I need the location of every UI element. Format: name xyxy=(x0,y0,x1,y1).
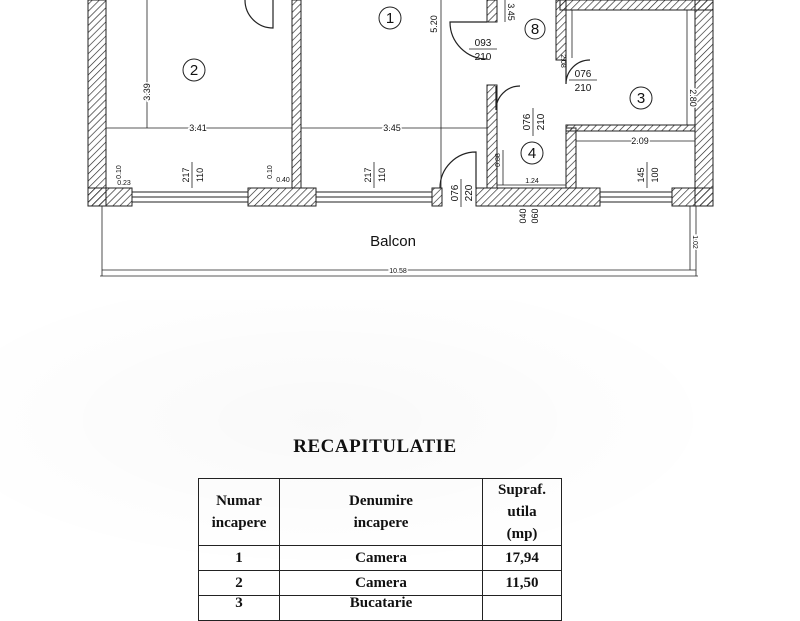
cell-name: Camera xyxy=(279,570,483,596)
dim-010-left: 0.10 xyxy=(116,165,123,179)
svg-text:210: 210 xyxy=(536,113,547,130)
cell-area xyxy=(482,595,562,621)
svg-text:210: 210 xyxy=(475,52,492,63)
window-label-room1: 217 110 xyxy=(363,162,387,188)
room-number-3: 3 xyxy=(637,90,645,107)
dim-023: 0.23 xyxy=(117,180,131,187)
table-header-row: Numar incapere Denumire incapere Supraf.… xyxy=(198,478,562,546)
dim-balcony-depth: 1.02 xyxy=(691,235,698,249)
dim-room3-width: 2.09 xyxy=(631,136,649,146)
door-label-076-bath: 076 210 xyxy=(522,108,547,136)
table-row: 3 Bucatarie xyxy=(198,595,562,621)
dim-balcony-width: 10.58 xyxy=(389,268,407,275)
dim-010-right: 0.10 xyxy=(267,165,274,179)
table-row: 2 Camera 11,50 xyxy=(198,570,562,596)
cell-number: 3 xyxy=(198,595,280,621)
window-label-room3: 145 100 xyxy=(636,162,660,188)
door-label-076-balcony: 076 220 xyxy=(450,179,475,207)
svg-text:220: 220 xyxy=(464,184,475,201)
windows xyxy=(131,191,673,203)
header-room-name: Denumire incapere xyxy=(279,478,483,546)
svg-text:076: 076 xyxy=(522,113,533,130)
dim-room1-depth: 5.20 xyxy=(429,15,439,33)
dim-040-lower: 040 xyxy=(518,208,528,223)
svg-text:217: 217 xyxy=(363,167,373,182)
room-number-2: 2 xyxy=(190,62,198,79)
room-number-1: 1 xyxy=(386,10,394,27)
room-markers xyxy=(182,6,653,165)
window-label-room2: 217 110 xyxy=(181,162,205,188)
cell-area: 11,50 xyxy=(482,570,562,596)
svg-text:093: 093 xyxy=(475,38,492,49)
header-area: Supraf. utila (mp) xyxy=(482,478,562,546)
exterior-walls xyxy=(87,0,714,207)
door-swings xyxy=(244,0,591,189)
cell-name: Camera xyxy=(279,545,483,571)
floor-plan: 1 2 3 4 8 3.41 3.45 2.09 1.24 10.58 0.23… xyxy=(87,0,714,277)
svg-text:210: 210 xyxy=(575,83,592,94)
svg-text:076: 076 xyxy=(450,184,461,201)
door-label-076-kitchen: 076 210 xyxy=(569,69,597,94)
dim-room2-depth: 3.39 xyxy=(142,83,152,101)
dim-088: 0.88 xyxy=(495,153,502,167)
dim-060: 060 xyxy=(530,208,540,223)
summary-title: RECAPITULATIE xyxy=(293,436,457,457)
dimension-lines xyxy=(100,0,698,277)
door-label-093: 093 210 xyxy=(469,38,497,63)
svg-text:110: 110 xyxy=(377,168,387,182)
dim-room4-width: 1.24 xyxy=(525,178,539,185)
svg-text:110: 110 xyxy=(195,168,205,182)
cell-number: 2 xyxy=(198,570,280,596)
dim-room1-width: 3.45 xyxy=(383,123,401,133)
cell-area: 17,94 xyxy=(482,545,562,571)
cell-number: 1 xyxy=(198,545,280,571)
dim-hall-depth: 3.45 xyxy=(506,3,516,21)
dim-040: 0.40 xyxy=(276,177,290,184)
cell-name: Bucatarie xyxy=(279,595,483,621)
balcony-label: Balcon xyxy=(370,233,416,250)
svg-text:100: 100 xyxy=(650,167,660,182)
room-number-4: 4 xyxy=(528,145,536,162)
interior-walls xyxy=(291,0,696,189)
svg-text:076: 076 xyxy=(575,69,592,80)
table-row: 1 Camera 17,94 xyxy=(198,545,562,571)
header-room-number: Numar incapere xyxy=(198,478,280,546)
dim-room3-depth: 2.80 xyxy=(688,89,698,107)
room-number-8: 8 xyxy=(531,21,539,38)
svg-text:217: 217 xyxy=(181,167,191,182)
dim-room2-width: 3.41 xyxy=(189,123,207,133)
dim-208: 2.08 xyxy=(559,54,566,68)
svg-text:145: 145 xyxy=(636,167,646,182)
